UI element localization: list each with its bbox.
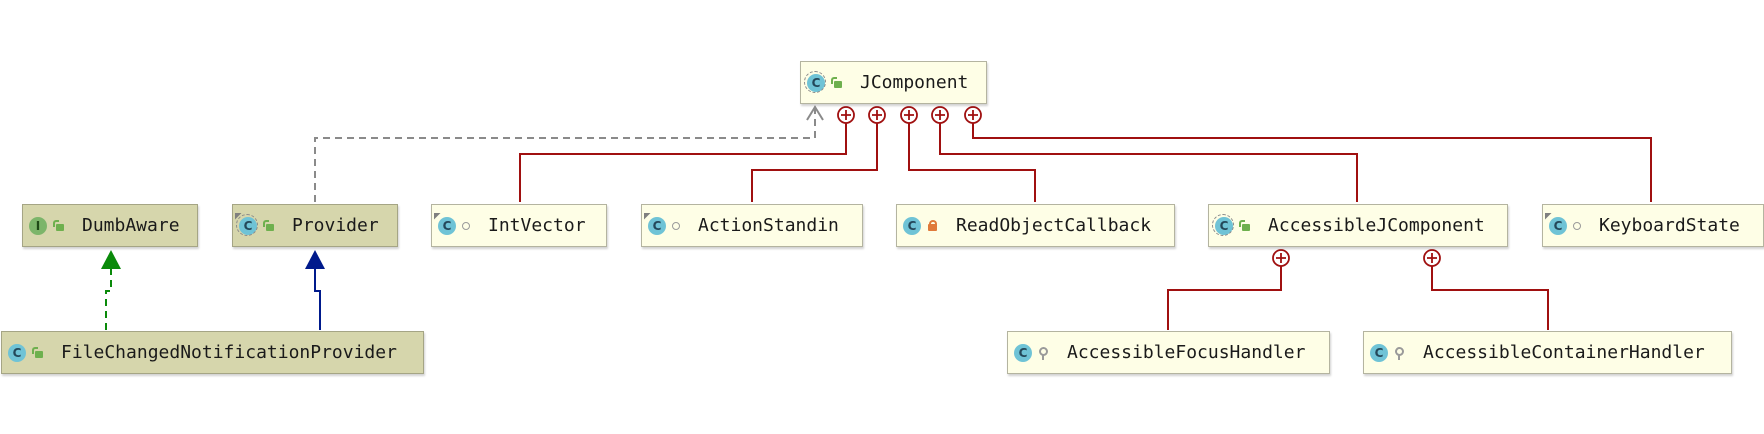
implements-arrowhead [101, 250, 121, 269]
edge-jcomponent-inner-keyboardstate [972, 123, 1652, 202]
class-node-actionstandin[interactable]: C ActionStandin [641, 204, 863, 247]
edge-provider-depends-on-jcomponent [314, 108, 816, 202]
interface-icon: I [29, 216, 47, 235]
edge-accessiblejcomponent-inner-containerhandler [1431, 266, 1549, 330]
edge-jcomponent-inner-readobjectcallback [908, 123, 1036, 202]
class-node-accessiblecontainerhandler[interactable]: C AccessibleContainerHandler [1363, 331, 1732, 374]
class-name: JComponent [860, 72, 969, 93]
class-node-provider[interactable]: C Provider [232, 204, 398, 247]
class-icon: C [8, 343, 26, 362]
class-icon: C [1549, 216, 1567, 235]
edge-jcomponent-inner-accessiblejcomponent [939, 123, 1358, 202]
class-name: FileChangedNotificationProvider [61, 342, 397, 363]
class-name: KeyboardState [1599, 215, 1740, 236]
protected-key-icon [1038, 347, 1049, 360]
private-lock-icon [927, 220, 938, 231]
class-icon: C [804, 70, 826, 93]
package-private-icon [462, 221, 470, 230]
class-name: ActionStandin [698, 215, 839, 236]
class-icon: C [648, 216, 666, 235]
public-lock-icon [32, 347, 43, 358]
class-node-intvector[interactable]: C IntVector [431, 204, 607, 247]
public-lock-icon [263, 220, 274, 231]
class-name: AccessibleContainerHandler [1423, 342, 1705, 363]
class-name: AccessibleJComponent [1268, 215, 1485, 236]
class-name: AccessibleFocusHandler [1067, 342, 1306, 363]
extends-arrowhead [305, 250, 325, 269]
inner-marker-crosses [841, 110, 1437, 263]
package-private-icon [672, 221, 680, 230]
edge-filechanged-implements-dumbaware [105, 266, 112, 330]
class-icon: C [903, 216, 921, 235]
class-node-readobjectcallback[interactable]: C ReadObjectCallback [896, 204, 1175, 247]
protected-key-icon [1394, 347, 1405, 360]
package-private-icon [1573, 221, 1581, 230]
class-node-accessiblefocushandler[interactable]: C AccessibleFocusHandler [1007, 331, 1330, 374]
class-icon: C [1014, 343, 1032, 362]
interface-name: DumbAware [82, 215, 180, 236]
class-node-accessiblejcomponent[interactable]: C AccessibleJComponent [1208, 204, 1508, 247]
class-name: Provider [292, 215, 379, 236]
public-lock-icon [53, 220, 64, 231]
class-node-jcomponent[interactable]: C JComponent [800, 61, 987, 104]
class-icon: C [1370, 343, 1388, 362]
class-name: ReadObjectCallback [956, 215, 1152, 236]
class-name: IntVector [488, 215, 586, 236]
class-icon: C [1212, 213, 1234, 236]
class-node-filechangednotificationprovider[interactable]: C FileChangedNotificationProvider [1, 331, 424, 374]
edge-jcomponent-inner-actionstandin [751, 123, 878, 202]
edge-accessiblejcomponent-inner-focushandler [1167, 266, 1282, 330]
public-lock-icon [831, 77, 842, 88]
class-icon: C [438, 216, 456, 235]
public-lock-icon [1239, 220, 1250, 231]
edge-filechanged-extends-provider [314, 266, 321, 330]
class-node-keyboardstate[interactable]: C KeyboardState [1542, 204, 1764, 247]
inner-class-markers [837, 106, 1441, 267]
dependency-arrowhead [806, 105, 824, 121]
edge-jcomponent-inner-intvector [519, 123, 847, 202]
class-icon: C [236, 213, 258, 236]
interface-node-dumbaware[interactable]: I DumbAware [22, 204, 198, 247]
